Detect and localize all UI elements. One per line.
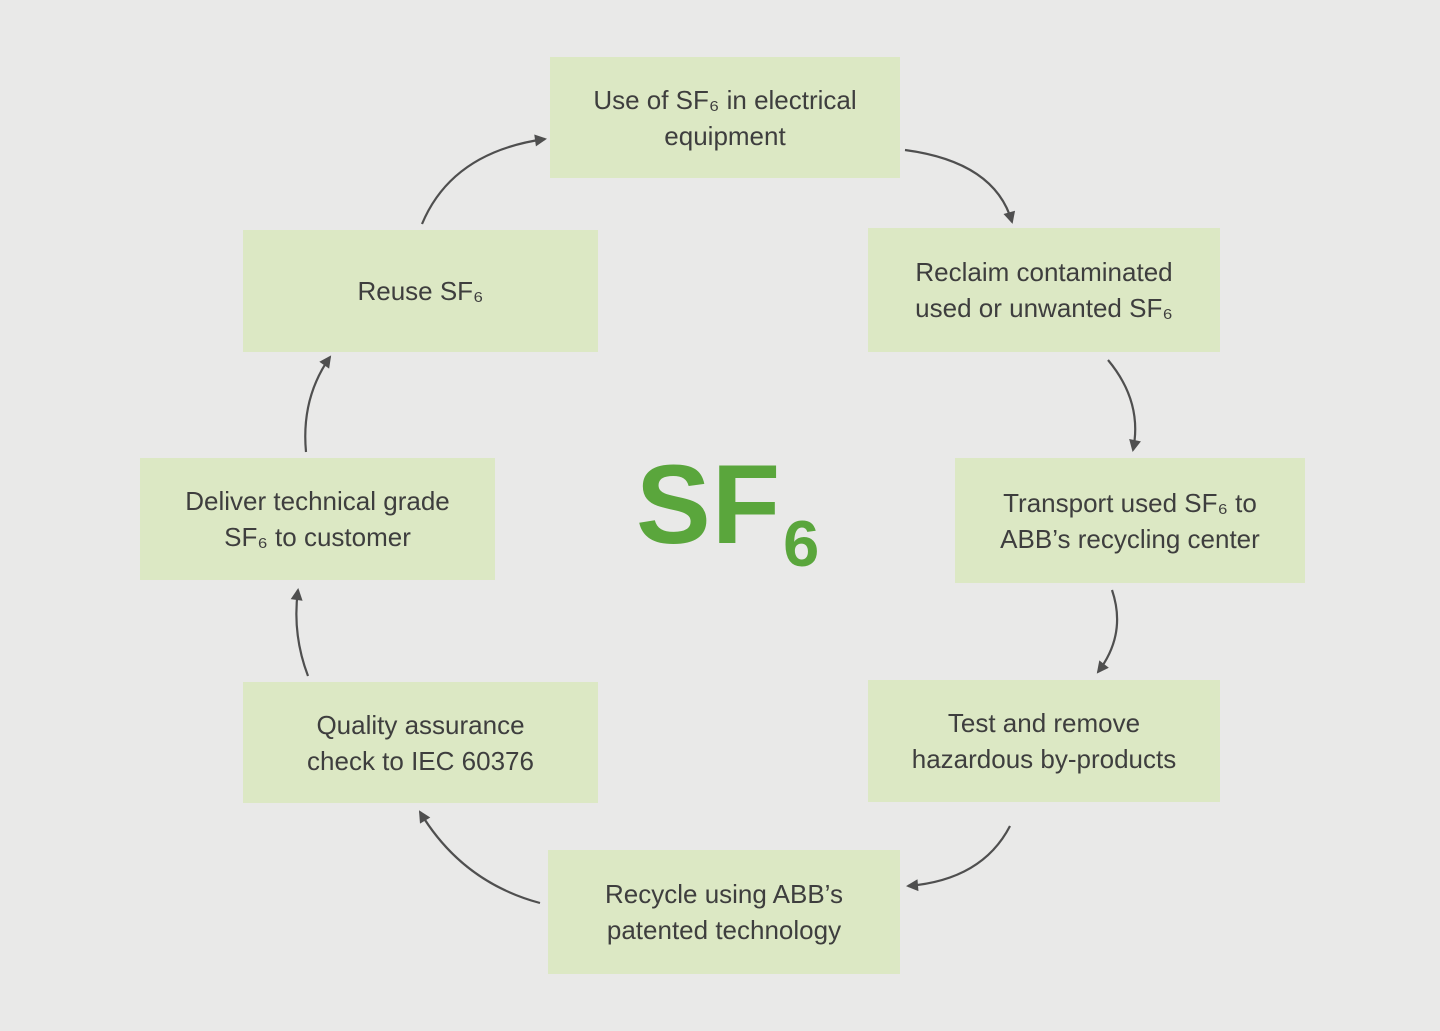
step-label-line: Recycle using ABB’s (605, 879, 843, 909)
arrow-deliver-to-reuse (304, 355, 332, 453)
step-label-line: Deliver technical grade (185, 486, 450, 516)
step-reuse-sf6: Reuse SF₆ (243, 230, 598, 352)
step-label-line: hazardous by-products (911, 744, 1177, 774)
step-deliver-technical-grade: Deliver technical grade SF₆ to customer (140, 458, 495, 580)
center-sf6-label: SF6 (636, 440, 820, 580)
step-label-line: Test and remove (947, 708, 1141, 738)
step-label-line: Reclaim contaminated (915, 257, 1173, 287)
step-label-line: Use of SF₆ in electrical (593, 84, 857, 115)
step-use-of-sf6: Use of SF₆ in electrical equipment (550, 57, 900, 178)
step-label-line: ABB’s recycling center (1000, 523, 1260, 554)
step-recycle-patented-technology: Recycle using ABB’s patented technology (548, 850, 900, 974)
step-test-and-remove: Test and remove hazardous by-products (868, 680, 1220, 802)
step-label-line: Transport used SF₆ to (1003, 487, 1257, 518)
center-sf6-subscript: 6 (783, 507, 821, 581)
arrow-test-to-recycle (906, 825, 1011, 892)
arrow-reuse-to-use (420, 134, 547, 225)
step-transport-used-sf6: Transport used SF₆ to ABB’s recycling ce… (955, 458, 1305, 583)
step-label-line: check to IEC 60376 (307, 745, 534, 776)
step-label-line: equipment (664, 120, 786, 151)
center-sf6-text: SF (636, 442, 782, 567)
arrow-transport-to-test (1096, 589, 1119, 674)
arrow-recycle-to-quality (418, 810, 541, 905)
step-reclaim-contaminated: Reclaim contaminated used or unwanted SF… (868, 228, 1220, 352)
step-label-line: Reuse SF₆ (357, 276, 484, 306)
step-label-line: used or unwanted SF₆ (915, 293, 1173, 323)
step-label-line: SF₆ to customer (224, 522, 411, 552)
arrow-quality-to-deliver (290, 588, 310, 677)
step-label-line: Quality assurance (316, 709, 525, 740)
step-quality-assurance: Quality assurance check to IEC 60376 (243, 682, 598, 803)
step-label-line: patented technology (606, 915, 842, 945)
arrow-reclaim-to-transport (1107, 359, 1141, 452)
arrow-use-to-reclaim (904, 148, 1016, 224)
